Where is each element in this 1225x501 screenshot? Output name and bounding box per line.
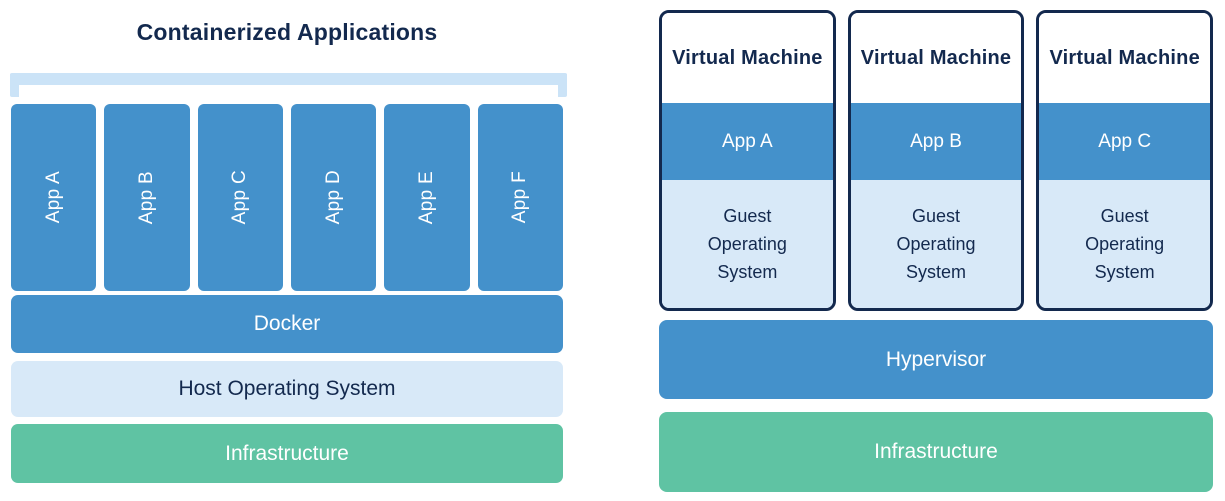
vm-3-app-section: App C: [1039, 103, 1211, 180]
hypervisor-layer: Hypervisor: [659, 320, 1213, 399]
container-apps-row: App A App B App C App D App E App F: [11, 104, 563, 291]
container-app-a-label: App A: [42, 171, 64, 224]
container-app-a: App A: [11, 104, 97, 291]
vm-box-2: Virtual Machine App B Guest Operating Sy…: [847, 10, 1025, 311]
vm-3-guest-os-section: Guest Operating System: [1039, 180, 1211, 308]
vm-2-guest-os-section: Guest Operating System: [850, 180, 1022, 308]
container-app-e-label: App E: [415, 170, 437, 225]
containers-bracket: [10, 73, 567, 97]
container-app-f-label: App F: [509, 171, 531, 224]
containers-title: Containerized Applications: [136, 19, 438, 45]
vm-2-title: Virtual Machine: [850, 13, 1022, 103]
container-app-e: App E: [384, 104, 470, 291]
vm-2-app-section: App B: [850, 103, 1022, 180]
container-app-c-label: App C: [229, 170, 251, 225]
vm-1-guest-os-section: Guest Operating System: [662, 180, 833, 308]
host-os-layer: Host Operating System: [11, 361, 563, 417]
vm-3-guest-os-label: Guest Operating System: [1085, 206, 1165, 282]
container-app-f: App F: [477, 104, 563, 291]
infrastructure-layer-left: Infrastructure: [11, 424, 563, 483]
vm-3-title: Virtual Machine: [1039, 13, 1211, 103]
vm-box-3: Virtual Machine App C Guest Operating Sy…: [1036, 10, 1214, 311]
vm-box-1: Virtual Machine App A Guest Operating Sy…: [659, 10, 836, 311]
vm-row: Virtual Machine App A Guest Operating Sy…: [659, 10, 1214, 311]
container-app-b: App B: [104, 104, 190, 291]
infrastructure-layer-right: Infrastructure: [659, 412, 1213, 492]
container-app-b-label: App B: [135, 170, 157, 225]
vm-1-title: Virtual Machine: [662, 13, 833, 103]
vm-1-guest-os-label: Guest Operating System: [707, 206, 787, 282]
docker-layer: Docker: [11, 295, 563, 353]
container-app-d-label: App D: [322, 170, 344, 225]
container-app-c: App C: [197, 104, 283, 291]
container-app-d: App D: [290, 104, 377, 291]
vm-2-guest-os-label: Guest Operating System: [896, 206, 976, 282]
vm-1-app-section: App A: [662, 103, 833, 180]
